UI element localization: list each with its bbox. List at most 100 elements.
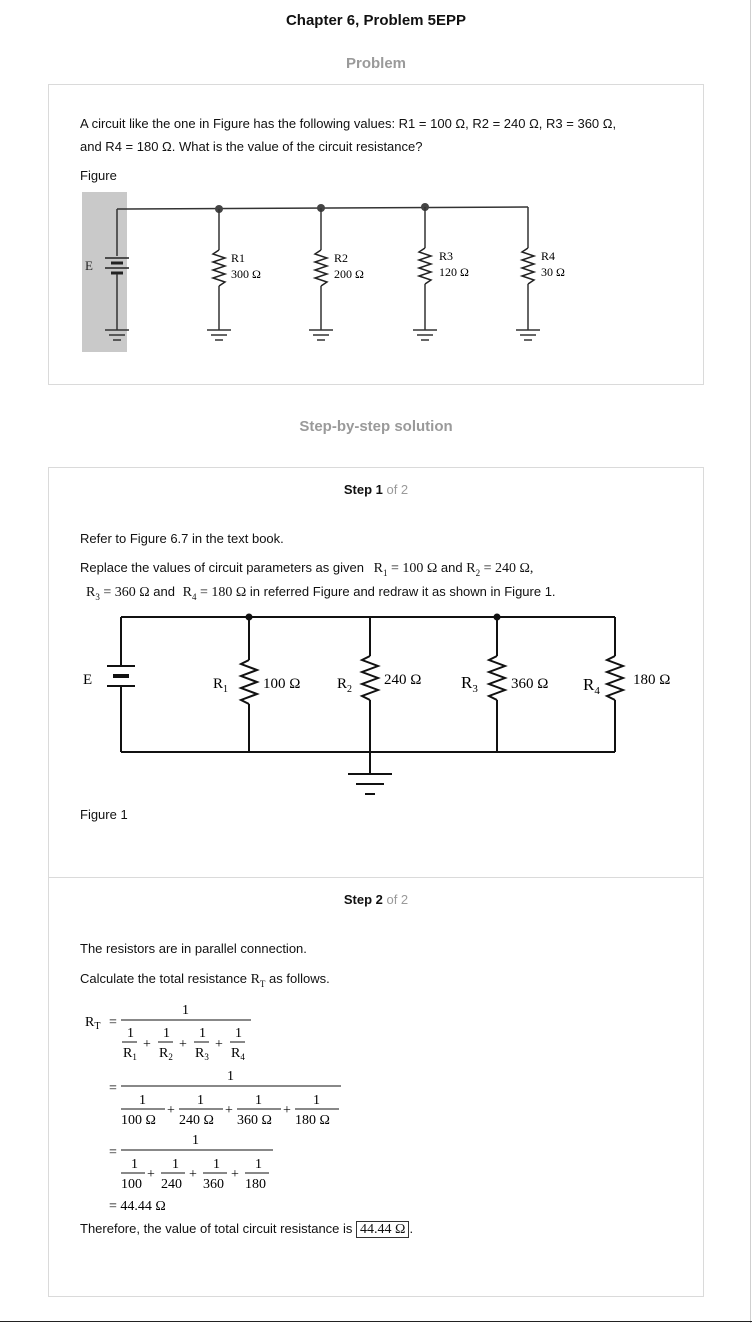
problem-text-line-2: and R4 = 180 Ω. What is the value of the…: [80, 139, 423, 154]
and-word-2: and: [153, 584, 175, 599]
resistor-r4-value: 30 Ω: [541, 265, 565, 279]
step-1-line-3: R3 = 360 Ω and R4 = 180 Ω in referred Fi…: [86, 582, 556, 607]
svg-text:1: 1: [139, 1093, 146, 1108]
svg-text:=: =: [109, 1145, 117, 1160]
row3-denom-1: 100: [121, 1177, 142, 1192]
figure-label: Figure: [80, 168, 117, 183]
step-2-card: Step 2 of 2 The resistors are in paralle…: [48, 877, 704, 1297]
solution-section-title: Step-by-step solution: [299, 418, 453, 435]
step-1-line-1: Refer to Figure 6.7 in the text book.: [80, 531, 284, 546]
row1-numerator: 1: [182, 1003, 189, 1018]
svg-text:1: 1: [131, 1157, 138, 1172]
row3-denom-2: 240: [161, 1177, 182, 1192]
svg-text:R2: R2: [159, 1046, 173, 1062]
r4-equation: R4 = 180 Ω: [182, 585, 247, 602]
step-2-line-2: Calculate the total resistance RT as fol…: [80, 969, 330, 994]
svg-text:=: =: [109, 1015, 117, 1030]
total-resistance-formula: RT = 1 1 R1 + 1 R2 + 1 R3 + 1 R4 = 1 1 1…: [85, 1003, 341, 1214]
r1-equation: R1 = 100 Ω: [373, 561, 438, 578]
step-1-circuit-figure: E R1 100 Ω R2 240 Ω R3 360 Ω R4 180 Ω: [83, 613, 670, 795]
resistor-r2-name: R2: [334, 251, 348, 265]
row3-numerator: 1: [192, 1133, 199, 1148]
r1-equation-value: 100 Ω: [402, 561, 438, 576]
problem-section-title: Problem: [345, 55, 406, 72]
step-1-r3-value: 360 Ω: [511, 676, 548, 692]
svg-text:1: 1: [313, 1093, 320, 1108]
step-2-label-of: of 2: [382, 892, 409, 907]
row2-denom-3: 360 Ω: [237, 1113, 272, 1128]
page-right-border: [750, 0, 751, 1323]
step-1-label-bold: Step 1: [343, 482, 383, 497]
resistor-r3-name: R3: [439, 249, 453, 263]
r3-equation: R3 = 360 Ω: [86, 585, 150, 602]
step-2-label-bold: Step 2: [343, 892, 383, 907]
step-1-r4-value: 180 Ω: [633, 672, 670, 688]
svg-text:+: +: [147, 1167, 155, 1182]
svg-text:1: 1: [127, 1026, 134, 1041]
step-1-label: Step 1 of 2: [49, 482, 703, 497]
row2-denom-2: 240 Ω: [179, 1113, 214, 1128]
svg-text:+: +: [189, 1167, 197, 1182]
step-2-line-2-start: Calculate the total resistance: [80, 971, 247, 986]
svg-text:R4: R4: [231, 1046, 245, 1062]
row3-denom-3: 360: [203, 1177, 224, 1192]
svg-text:1: 1: [235, 1026, 242, 1041]
svg-text:1: 1: [197, 1093, 204, 1108]
step-1-label-of: of 2: [382, 482, 409, 497]
and-word: and: [440, 560, 463, 575]
r2-equation: R2 = 240 Ω,: [466, 561, 534, 578]
step-2-line-2-end: as follows.: [269, 971, 330, 986]
problem-text-line-1: A circuit like the one in Figure has the…: [80, 116, 617, 131]
rt-symbol: RT: [250, 972, 266, 989]
svg-text:R3: R3: [195, 1046, 209, 1062]
step-2-line-1: The resistors are in parallel connection…: [80, 941, 307, 956]
step-1-r3-name: R3: [461, 673, 478, 695]
row3-denom-4: 180: [245, 1177, 266, 1192]
svg-text:1: 1: [255, 1093, 262, 1108]
row2-numerator: 1: [227, 1069, 234, 1084]
svg-text:+: +: [283, 1103, 291, 1118]
step-1-line-3-end: in referred Figure and redraw it as show…: [249, 584, 556, 599]
step-1-r2-name: R2: [337, 676, 352, 695]
svg-text:+: +: [179, 1037, 187, 1052]
step-1-line-2: Replace the values of circuit parameters…: [80, 558, 533, 583]
step-2-label: Step 2 of 2: [49, 892, 703, 907]
formula-result: = 44.44 Ω: [109, 1199, 166, 1214]
step-1-r2-value: 240 Ω: [384, 672, 421, 688]
page-bottom-border: [0, 1321, 752, 1322]
resistor-r2-value: 200 Ω: [334, 267, 364, 281]
r4-equation-value: 180 Ω: [211, 585, 247, 600]
step-1-r1-value: 100 Ω: [263, 676, 300, 692]
r2-equation-value: 240 Ω,: [494, 561, 534, 576]
svg-text:+: +: [231, 1167, 239, 1182]
step-1-r1-name: R1: [213, 676, 228, 695]
svg-text:1: 1: [255, 1157, 262, 1172]
svg-text:=: =: [109, 1081, 117, 1096]
problem-card: A circuit like the one in Figure has the…: [48, 84, 704, 385]
row2-denom-1: 100 Ω: [121, 1113, 156, 1128]
step-1-line-2-text: Replace the values of circuit parameters…: [80, 560, 364, 575]
step-1-card: Step 1 of 2 Refer to Figure 6.7 in the t…: [48, 467, 704, 879]
conclusion-text: Therefore, the value of total circuit re…: [80, 1221, 353, 1236]
svg-text:+: +: [225, 1103, 233, 1118]
final-answer-box: 44.44 Ω: [356, 1221, 410, 1238]
formula-lhs: RT: [85, 1015, 100, 1032]
source-label: E: [85, 258, 93, 273]
resistor-r1-name: R1: [231, 251, 245, 265]
svg-text:+: +: [167, 1103, 175, 1118]
svg-text:+: +: [143, 1037, 151, 1052]
resistor-r3-value: 120 Ω: [439, 265, 469, 279]
step-1-r4-name: R4: [583, 675, 600, 697]
step-1-source-label: E: [83, 672, 92, 688]
r3-equation-value: 360 Ω: [114, 585, 150, 600]
problem-figure: E R1 300 Ω R2 200 Ω R3 120 Ω: [82, 192, 565, 352]
resistor-r1-value: 300 Ω: [231, 267, 261, 281]
row2-denom-4: 180 Ω: [295, 1113, 330, 1128]
svg-text:+: +: [215, 1037, 223, 1052]
svg-text:1: 1: [213, 1157, 220, 1172]
svg-text:1: 1: [172, 1157, 179, 1172]
step-2-conclusion: Therefore, the value of total circuit re…: [80, 1221, 414, 1238]
svg-text:1: 1: [199, 1026, 206, 1041]
page-title: Chapter 6, Problem 5EPP: [285, 12, 467, 29]
figure-1-caption: Figure 1: [80, 807, 128, 822]
